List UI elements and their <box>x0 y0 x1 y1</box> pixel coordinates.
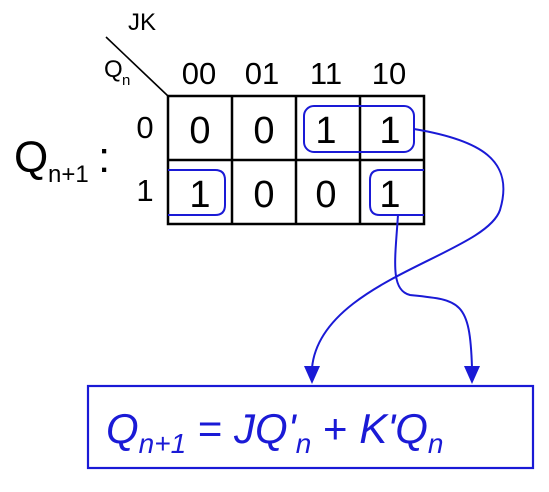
output-label-sub: n+1 <box>48 161 89 188</box>
arrowhead-term2 <box>464 366 480 384</box>
row-header: 1 <box>136 173 153 208</box>
arrow-to-term2 <box>394 214 473 369</box>
col-header: 00 <box>182 56 216 91</box>
cell-value: 0 <box>253 110 274 152</box>
corner-diagonal <box>105 36 169 97</box>
equation-term1: JQ' <box>233 405 298 452</box>
group-loop-kq-left <box>168 169 226 216</box>
col-var-label: JK <box>128 9 156 36</box>
equation-box <box>86 384 535 470</box>
cell-value: 1 <box>379 174 400 216</box>
k-map-grid <box>166 94 426 226</box>
row-var-sub: n <box>122 72 130 89</box>
equation-lhs-sub: n+1 <box>139 428 187 459</box>
equation-term2: K'Q <box>359 405 428 452</box>
cell-value: 0 <box>253 174 274 216</box>
arrowhead-term1 <box>304 366 320 384</box>
equation-plus: + <box>311 405 359 452</box>
equation: Qn+1 = JQ'n + K'Qn <box>106 405 443 459</box>
cell-value: 0 <box>315 174 336 216</box>
equation-lhs: Q <box>106 405 139 452</box>
col-header: 11 <box>310 56 342 91</box>
col-header: 10 <box>372 56 406 91</box>
output-label: Q <box>14 133 48 182</box>
arrow-to-term1 <box>311 128 505 369</box>
equation-term2-sub: n <box>428 428 444 459</box>
group-loop-kq-right <box>369 169 424 216</box>
row-header: 0 <box>136 110 153 145</box>
output-label-colon: : <box>98 133 110 182</box>
cell-value: 1 <box>379 110 400 152</box>
cell-value: 0 <box>189 110 210 152</box>
row-var-label: Q <box>104 56 123 83</box>
col-header: 01 <box>245 56 279 91</box>
cell-value: 1 <box>189 174 210 216</box>
equation-term1-sub: n <box>296 428 312 459</box>
equation-equals: = <box>186 405 234 452</box>
cell-value: 1 <box>315 110 336 152</box>
